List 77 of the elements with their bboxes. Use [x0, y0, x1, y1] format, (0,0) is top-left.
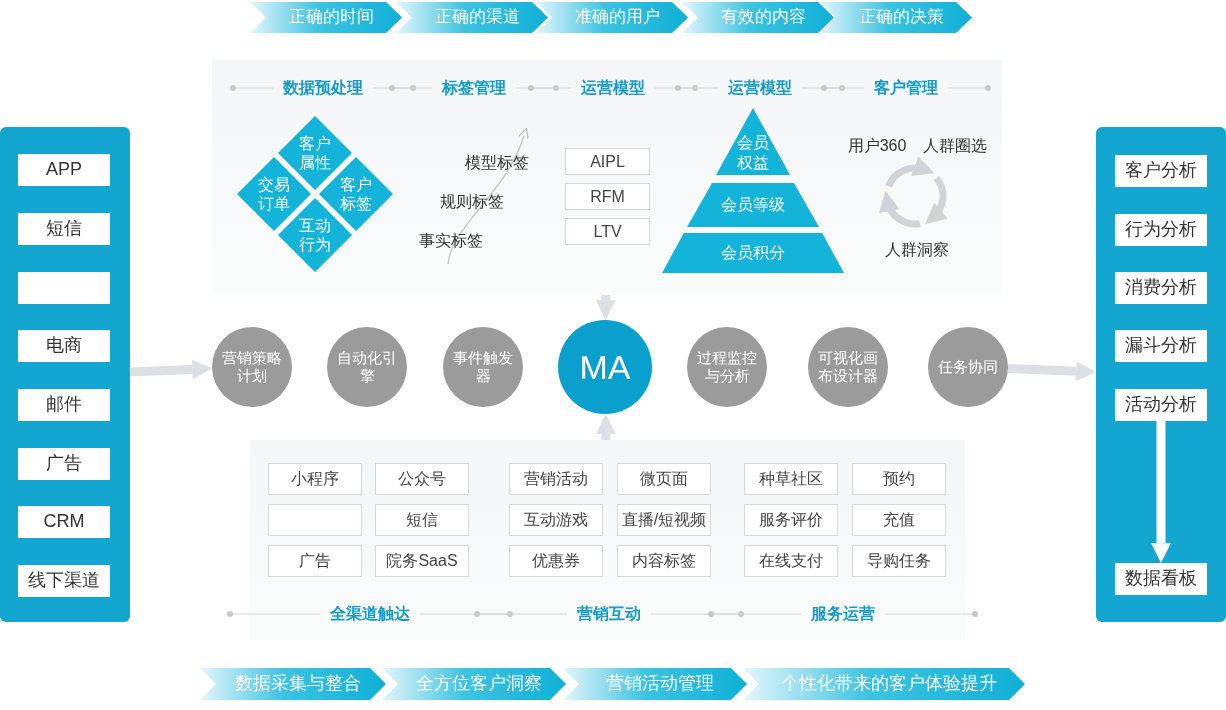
feature-box: 营销活动: [509, 463, 603, 495]
module-circle: 过程监控与分析: [687, 327, 767, 407]
module-circle: 自动化引擎: [327, 327, 407, 407]
feature-box: 短信: [375, 504, 469, 536]
analysis-box: 漏斗分析: [1115, 330, 1207, 362]
arrow: [1151, 421, 1171, 563]
module-circle: 营销策略计划: [212, 327, 292, 407]
feature-box: 种草社区: [744, 463, 838, 495]
feature-box: 公众号: [375, 463, 469, 495]
feature-box: 互动游戏: [509, 504, 603, 536]
model-box: LTV: [565, 218, 650, 245]
feature-box: [268, 504, 362, 536]
tag-text: 规则标签: [440, 191, 504, 212]
pyramid-tier: 会员等级: [687, 183, 819, 227]
section-heading: 运营模型: [581, 77, 645, 98]
chevron-banner: 准确的用户: [536, 2, 688, 33]
model-box: RFM: [565, 183, 650, 210]
chevron-banner: 数据采集与整合: [200, 668, 386, 700]
panel-background: [212, 60, 1002, 295]
side-panel: [1096, 127, 1226, 622]
panel-background: [250, 440, 965, 640]
feature-box: 服务评价: [744, 504, 838, 536]
tag-text: 人群圈选: [923, 135, 987, 156]
tag-text: 用户360: [847, 135, 907, 156]
chevron-banner: 正确的决策: [820, 2, 972, 33]
hub-circle: MA: [558, 320, 652, 414]
section-heading: 客户管理: [874, 77, 938, 98]
arrow: [596, 414, 616, 441]
channel-box: 电商: [18, 330, 110, 362]
analysis-box: 消费分析: [1115, 272, 1207, 304]
channel-box: 线下渠道: [18, 565, 110, 597]
feature-box: 预约: [852, 463, 946, 495]
section-heading: 营销互动: [577, 603, 641, 624]
section-heading: 服务运营: [811, 603, 875, 624]
module-circle: 任务协同: [928, 327, 1008, 407]
section-heading: 运营模型: [728, 77, 792, 98]
tag-text: 人群洞察: [885, 239, 949, 260]
channel-box: 广告: [18, 448, 110, 480]
pyramid-tier: 会员权益: [716, 108, 790, 175]
section-heading: 数据预处理: [283, 77, 363, 98]
side-panel: [0, 127, 130, 622]
feature-box: 内容标签: [617, 545, 711, 577]
chevron-banner: 正确的渠道: [396, 2, 548, 33]
analysis-box: 数据看板: [1115, 563, 1207, 595]
tag-text: 模型标签: [465, 152, 529, 173]
feature-box: 在线支付: [744, 545, 838, 577]
feature-box: 院务SaaS: [375, 545, 469, 577]
module-circle: 事件触发器: [443, 327, 523, 407]
arrow: [595, 294, 616, 320]
chevron-banner: 全方位客户洞察: [382, 668, 566, 700]
section-heading: 全渠道触达: [330, 603, 410, 624]
feature-box: 优惠券: [509, 545, 603, 577]
channel-box: 邮件: [18, 389, 110, 421]
pyramid-tier: 会员积分: [662, 233, 844, 273]
chevron-banner: 有效的内容: [682, 2, 834, 33]
feature-box: 广告: [268, 545, 362, 577]
tag-text: 事实标签: [419, 230, 483, 251]
analysis-box: 行为分析: [1115, 214, 1207, 246]
section-heading: 标签管理: [442, 77, 506, 98]
channel-box: CRM: [18, 506, 110, 538]
channel-box: 短信: [18, 213, 110, 245]
arrow: [129, 359, 212, 380]
arrow: [1007, 361, 1096, 382]
chevron-banner: 正确的时间: [250, 2, 402, 33]
feature-box: 充值: [852, 504, 946, 536]
analysis-box: 客户分析: [1115, 155, 1207, 187]
feature-box: 微页面: [617, 463, 711, 495]
chevron-banner: 营销活动管理: [563, 668, 747, 700]
feature-box: 小程序: [268, 463, 362, 495]
analysis-box: 活动分析: [1115, 389, 1207, 421]
model-box: AIPL: [565, 148, 650, 175]
feature-box: 直播/短视频: [617, 504, 711, 536]
channel-box: APP: [18, 154, 110, 186]
channel-box: [18, 272, 110, 304]
module-circle: 可视化画布设计器: [808, 327, 888, 407]
chevron-banner: 个性化带来的客户体验提升: [743, 668, 1025, 700]
feature-box: 导购任务: [852, 545, 946, 577]
